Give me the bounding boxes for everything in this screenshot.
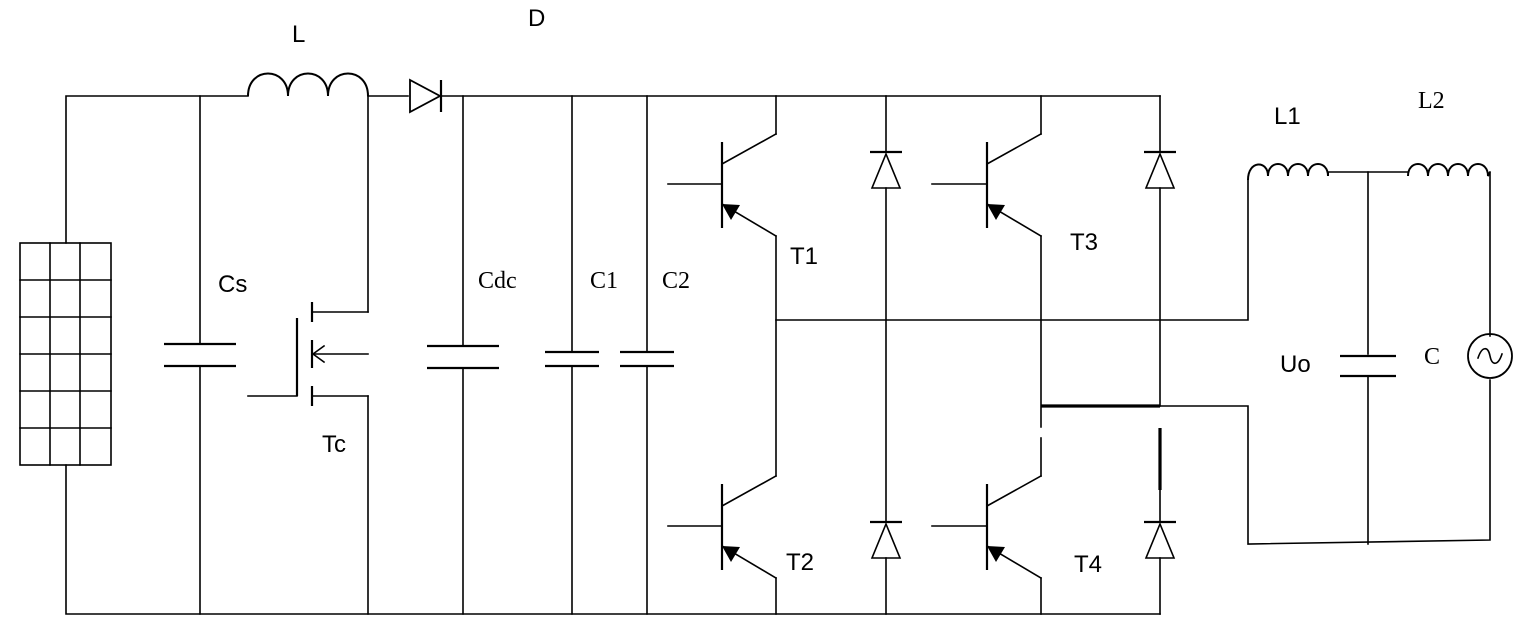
label-L2: L2: [1418, 88, 1445, 114]
label-D: D: [528, 5, 545, 32]
wiring: [65, 95, 1491, 615]
mosfet-icon: [295, 302, 369, 406]
label-C2: C2: [662, 268, 690, 294]
label-C1: C1: [590, 268, 618, 294]
label-Cs: Cs: [218, 271, 247, 298]
capacitor-icon: [545, 350, 599, 368]
label-Tc: Tc: [322, 431, 346, 458]
diode-icon: [870, 520, 902, 559]
capacitor-icon: [164, 342, 236, 368]
label-Uo: Uo: [1280, 351, 1311, 378]
bjt-transistor-icon: [667, 132, 778, 238]
label-T2: T2: [786, 549, 814, 576]
inductor-icon: [247, 72, 369, 97]
diode-icon: [1144, 520, 1176, 559]
label-T4: T4: [1074, 551, 1102, 578]
ac-source-icon: [1467, 333, 1513, 379]
label-Cdc: Cdc: [478, 268, 517, 294]
label-L: L: [292, 21, 305, 48]
inductor-icon: [1247, 163, 1329, 181]
label-L1: L1: [1274, 103, 1301, 130]
label-C: C: [1424, 344, 1440, 370]
label-T3: T3: [1070, 229, 1098, 256]
capacitor-icon: [1340, 354, 1396, 378]
inductor-icon: [1407, 163, 1491, 177]
bjt-transistor-icon: [931, 474, 1043, 580]
diode-icon: [1144, 150, 1176, 189]
capacitor-icon: [620, 350, 674, 368]
label-T1: T1: [790, 243, 818, 270]
diode-icon: [409, 78, 443, 114]
solar-panel-icon: [19, 242, 112, 466]
capacitor-icon: [427, 344, 499, 370]
bjt-transistor-icon: [667, 474, 778, 580]
diode-icon: [870, 150, 902, 189]
bjt-transistor-icon: [931, 132, 1043, 238]
